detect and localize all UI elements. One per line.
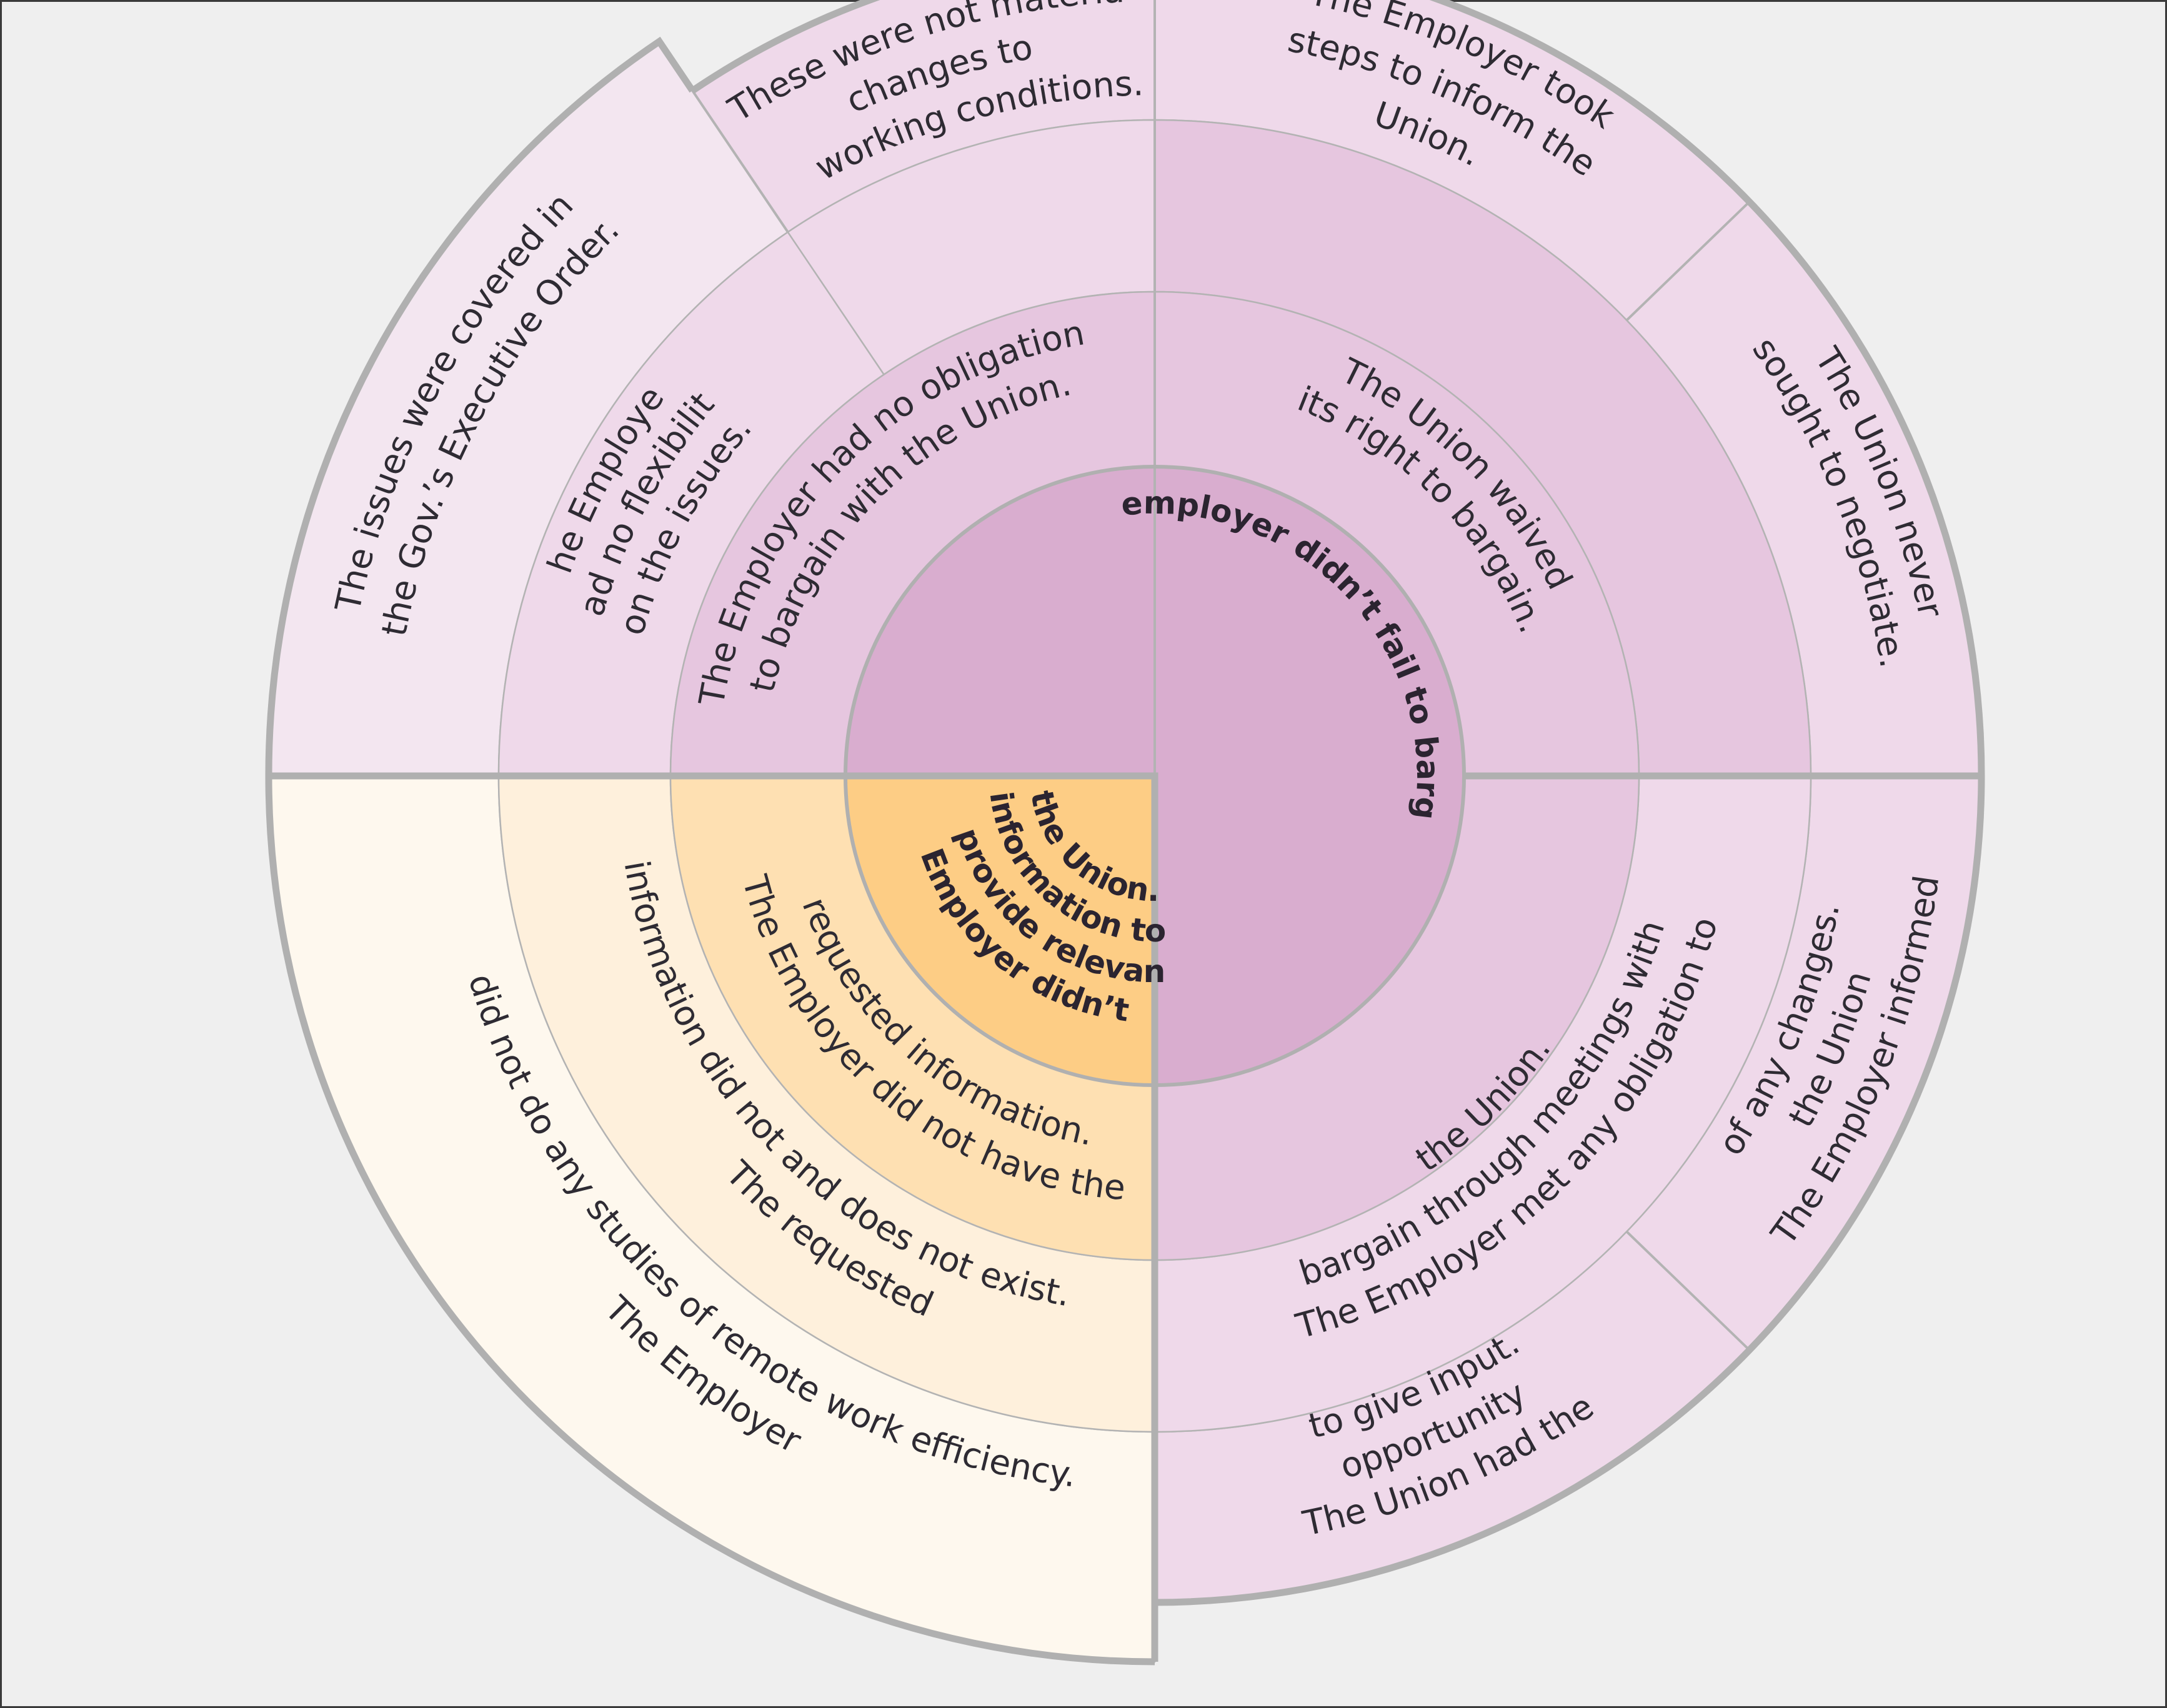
wheel-rim-outline	[690, 0, 1985, 1606]
wheel-segments	[267, 0, 1983, 1663]
divider-material-changes	[691, 90, 789, 233]
info-evidence-outline	[265, 775, 1155, 1666]
exec-order-outline	[265, 36, 695, 777]
divider-opportunity	[1625, 1230, 1751, 1351]
info-quadrant-outline	[269, 772, 1158, 1662]
divider-never-negotiate	[1625, 201, 1751, 322]
branch-outlines	[265, 0, 1985, 1666]
